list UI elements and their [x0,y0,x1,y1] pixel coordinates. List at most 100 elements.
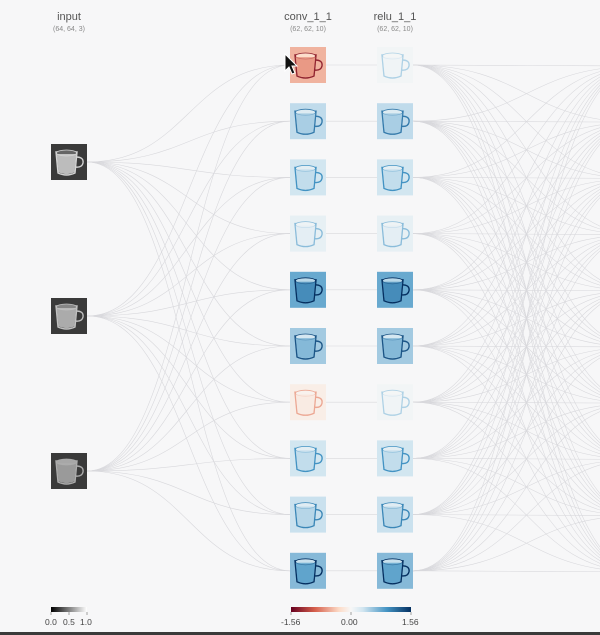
edge-input-conv [86,161,291,515]
edge-input-conv [86,345,291,472]
edge-input-conv [86,315,291,572]
edge-input-conv [86,120,291,317]
edge-input-conv [86,161,291,178]
conv-feature-map-node[interactable] [290,328,326,364]
edge-relu-next [412,177,600,553]
edge-relu-next [412,64,600,67]
input-legend-tick-mid: 0.5 [63,617,75,627]
edge-relu-next [412,401,600,564]
relu-feature-map-node[interactable] [377,159,413,196]
edge-relu-next [412,411,600,572]
mug-outline [294,279,317,304]
edge-relu-next [412,289,600,345]
relu-feature-map-node[interactable] [377,496,413,533]
mug-handle [313,565,323,577]
edge-relu-next [412,197,600,572]
layer-title-input: input [57,11,81,23]
edge-input-conv [86,120,291,472]
edge-relu-next [412,464,600,572]
conv-feature-map-node[interactable] [290,103,326,140]
mug-handle [400,171,410,184]
input-channel-node[interactable] [51,144,87,180]
relu-feature-map-node[interactable] [377,440,413,477]
conv-feature-map-node[interactable] [290,271,326,308]
edge-relu-next [412,120,600,390]
bottom-rule [0,632,600,635]
diverging-legend-tick-mid: 0.00 [341,617,358,627]
relu-feature-map-node[interactable] [377,384,413,421]
diverging-legend-tick-max: 1.56 [402,617,419,627]
input-legend-tick-max: 1.0 [80,617,92,627]
edge-relu-next [412,76,600,291]
edge-relu-next [412,177,600,232]
mug-outline [381,279,404,304]
relu-feature-map-node[interactable] [377,47,413,83]
edge-relu-next [412,298,600,459]
conv-feature-map-node[interactable] [290,440,326,477]
edge-relu-next [412,64,600,227]
edge-input-conv [86,315,291,403]
mug-outline [381,447,404,473]
conv-feature-map-node[interactable] [290,159,326,196]
edge-relu-next [412,90,600,572]
input-channel-node[interactable] [51,453,87,489]
relu-feature-map-node[interactable] [377,552,413,589]
mug-outline [294,110,317,135]
edge-relu-next [412,120,600,123]
edge-input-conv [86,233,291,472]
edge-input-conv [86,161,291,459]
layer-title-relu: relu_1_1 [373,11,417,23]
edge-input-conv [86,470,291,515]
edge-relu-next [412,186,600,347]
relu-feature-map-node[interactable] [377,271,413,308]
edge-relu-next [412,289,600,559]
edge-relu-next [412,518,600,572]
mug-outline [381,503,404,529]
edge-relu-next [412,191,600,459]
mug-outline [294,166,317,192]
mug-outline [294,335,317,360]
layer-shape-relu: (62, 62, 10) [377,26,413,33]
edge-input-conv [86,315,291,459]
edge-input-conv [86,289,291,317]
mug-handle [400,59,410,71]
mug-handle [74,310,84,322]
input-legend [50,607,88,615]
conv-feature-map-node[interactable] [290,496,326,533]
mug-handle [400,340,410,352]
edge-input-conv [86,177,291,472]
edge-relu-next [412,82,600,403]
edge-relu-next [412,289,600,452]
conv-feature-map-node[interactable] [290,384,326,421]
mug-handle [400,565,410,577]
relu-feature-map-node[interactable] [377,328,413,364]
edge-relu-next [412,248,600,515]
mug-handle [400,115,410,128]
diverging-legend [290,607,412,615]
relu-feature-map-node[interactable] [377,103,413,140]
mug-handle [74,465,84,477]
mug-handle [313,508,323,521]
mug-outline [55,151,78,176]
edge-relu-next [412,68,600,122]
edges-layer [86,64,600,573]
conv-feature-map-node[interactable] [290,215,326,252]
conv-feature-map-node[interactable] [290,552,326,589]
diverging-legend-bar [291,607,411,612]
edge-input-conv [86,458,291,472]
mug-handle [400,508,410,521]
mug-outline [294,222,317,248]
mug-outline [294,54,317,79]
input-channel-node[interactable] [51,298,87,334]
mug-handle [313,452,323,465]
edge-relu-next [412,74,600,234]
mug-handle [313,115,323,128]
relu-feature-map-node[interactable] [377,215,413,252]
layer-shape-conv: (62, 62, 10) [290,26,326,33]
mug-outline [381,560,404,585]
mug-outline [55,305,78,330]
edge-relu-next [412,242,600,403]
edge-relu-next [412,120,600,176]
edge-relu-next [412,233,600,289]
